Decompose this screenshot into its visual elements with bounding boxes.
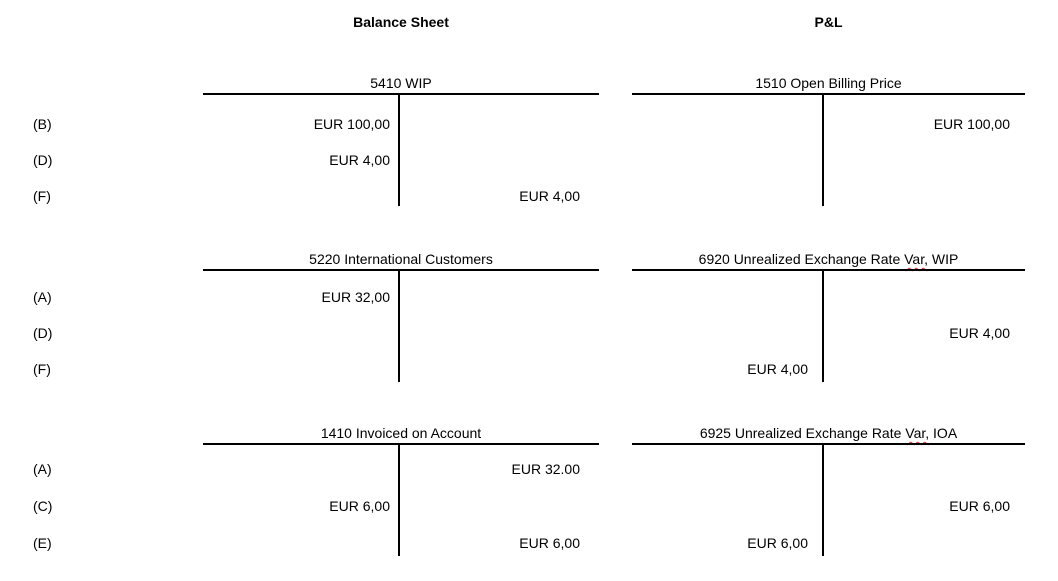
- entry-label: (A): [33, 289, 52, 305]
- debit-amount: EUR 6,00: [329, 498, 390, 514]
- entry-label: (D): [33, 325, 53, 341]
- account-title-text: 6920 Unrealized Exchange Rate: [698, 251, 905, 267]
- t-account-top-line: [632, 93, 1025, 95]
- entry-label: (F): [33, 361, 51, 377]
- t-account-top-line: [203, 269, 599, 271]
- debit-amount: EUR 6,00: [747, 535, 808, 551]
- credit-amount: EUR 32.00: [511, 461, 580, 477]
- entry-label: (E): [33, 535, 52, 551]
- misspelled-word-squiggle: Var,: [905, 425, 930, 441]
- column-header-balance-sheet: Balance Sheet: [353, 14, 449, 30]
- account-title: 1510 Open Billing Price: [755, 75, 902, 91]
- credit-amount: EUR 6,00: [519, 535, 580, 551]
- t-account-5220-international-customers: 5220 International Customers EUR 32,00: [203, 250, 599, 382]
- credit-amount: EUR 4,00: [949, 325, 1010, 341]
- debit-amount: EUR 4,00: [747, 361, 808, 377]
- t-account-top-line: [203, 443, 599, 445]
- t-account-top-line: [632, 269, 1025, 271]
- t-account-top-line: [632, 443, 1025, 445]
- t-account-6920-unrealized-exchange-rate-var-wip: 6920 Unrealized Exchange Rate Var, WIP E…: [632, 250, 1025, 382]
- t-account-divider-line: [822, 445, 824, 556]
- account-title-text: WIP: [928, 251, 959, 267]
- entry-label: (F): [33, 188, 51, 204]
- debit-amount: EUR 32,00: [321, 289, 390, 305]
- t-account-top-line: [203, 93, 599, 95]
- account-title-text: 6925 Unrealized Exchange Rate: [699, 425, 906, 441]
- debit-amount: EUR 100,00: [313, 116, 390, 132]
- t-account-6925-unrealized-exchange-rate-var-ioa: 6925 Unrealized Exchange Rate Var, IOA E…: [632, 424, 1025, 557]
- t-account-divider-line: [822, 271, 824, 382]
- account-title: 5220 International Customers: [309, 251, 493, 267]
- account-title: 5410 WIP: [370, 75, 432, 91]
- entry-label: (B): [33, 116, 52, 132]
- t-account-5410-wip: 5410 WIP EUR 100,00 EUR 4,00 EUR 4,00: [203, 74, 599, 206]
- t-account-divider-line: [398, 95, 400, 206]
- t-account-divider-line: [398, 445, 400, 556]
- entry-label: (A): [33, 461, 52, 477]
- credit-amount: EUR 6,00: [949, 498, 1010, 514]
- account-title: 1410 Invoiced on Account: [320, 425, 482, 441]
- entry-label: (D): [33, 152, 53, 168]
- t-account-divider-line: [398, 271, 400, 382]
- t-account-1510-open-billing-price: 1510 Open Billing Price EUR 100,00: [632, 74, 1025, 206]
- entry-label: (C): [33, 498, 53, 514]
- t-account-divider-line: [822, 95, 824, 206]
- account-title: 6925 Unrealized Exchange Rate Var, IOA: [632, 424, 1025, 443]
- debit-amount: EUR 4,00: [329, 152, 390, 168]
- credit-amount: EUR 100,00: [933, 116, 1010, 132]
- misspelled-word-squiggle: Var,: [904, 251, 928, 267]
- column-header-pl: P&L: [814, 14, 843, 30]
- account-title: 6920 Unrealized Exchange Rate Var, WIP: [632, 250, 1025, 269]
- account-title-text: IOA: [929, 425, 958, 441]
- t-account-1410-invoiced-on-account: 1410 Invoiced on Account EUR 32.00 EUR 6…: [203, 424, 599, 557]
- credit-amount: EUR 4,00: [519, 188, 580, 204]
